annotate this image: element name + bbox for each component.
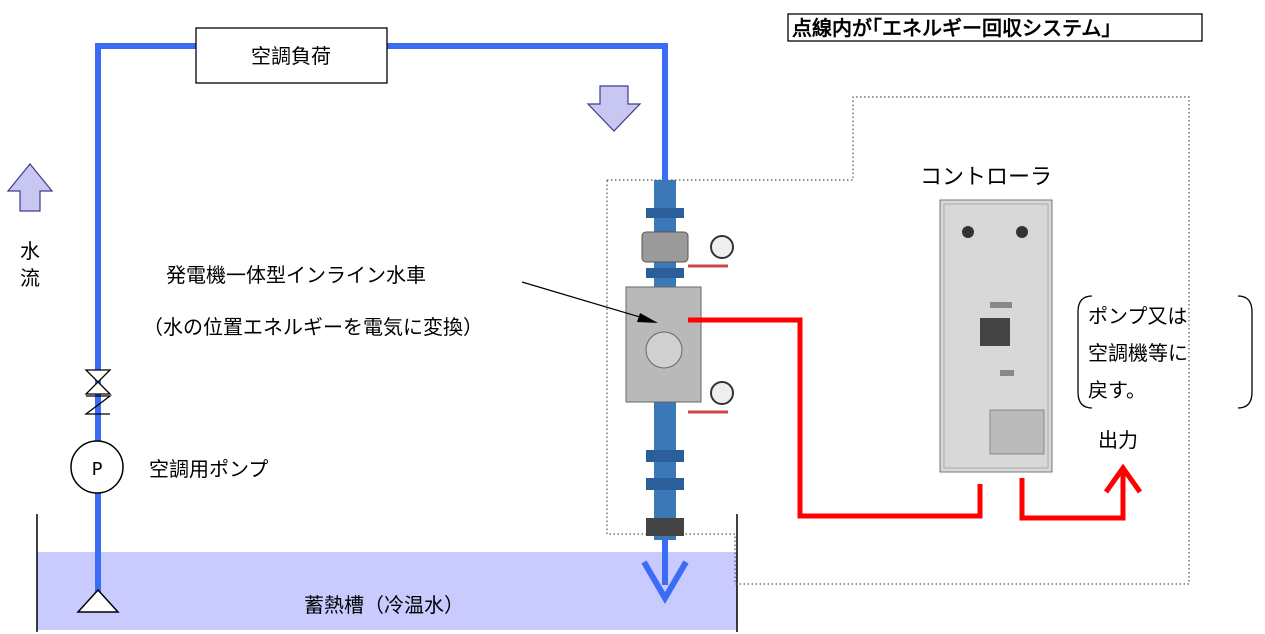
suction-strainer-icon bbox=[76, 588, 120, 613]
load-box bbox=[195, 27, 388, 84]
load-label: 空調負荷 bbox=[251, 44, 331, 68]
turbine-label-line1: 発電機一体型インライン水車 bbox=[166, 263, 426, 287]
turbine-leader-line bbox=[521, 281, 651, 321]
power-line-output bbox=[1019, 472, 1126, 521]
storage-tank-walls bbox=[36, 514, 738, 632]
output-label: 出力 bbox=[1098, 428, 1138, 452]
storage-tank-water bbox=[37, 552, 737, 630]
up-flow-arrow-icon bbox=[6, 163, 54, 212]
output-arrow-head bbox=[1103, 463, 1143, 494]
controller-label: コントローラ bbox=[920, 165, 1052, 190]
outlet-arrow-head bbox=[641, 560, 689, 604]
turbine-label-line2: （水の位置エネルギーを電気に変換） bbox=[143, 315, 483, 339]
pump-symbol: P bbox=[92, 459, 103, 480]
note-bracket-left bbox=[1077, 295, 1093, 409]
turbine-leader-arrowhead bbox=[637, 313, 658, 323]
water-flow-label-2: 流 bbox=[20, 266, 40, 290]
output-note-line1: ポンプ又は bbox=[1088, 304, 1187, 328]
output-note-line2: 空調機等に bbox=[1088, 341, 1188, 365]
check-valve-icon bbox=[84, 395, 112, 415]
controller-cabinet bbox=[939, 199, 1053, 473]
title-text: 点線内が｢エネルギー回収システム｣ bbox=[792, 16, 1111, 40]
note-bracket-right bbox=[1237, 295, 1253, 409]
down-flow-arrow-icon bbox=[586, 85, 642, 132]
title-box bbox=[787, 13, 1203, 42]
pump-icon bbox=[70, 440, 124, 494]
tank-label: 蓄熱槽（冷温水） bbox=[304, 593, 464, 617]
water-flow-label-1: 水 bbox=[20, 239, 40, 263]
output-note-line3: 戻す。 bbox=[1088, 378, 1146, 402]
valve-icon bbox=[84, 369, 112, 395]
water-pipe bbox=[95, 43, 668, 592]
pump-label: 空調用ポンプ bbox=[149, 457, 268, 481]
power-line-turbine-to-controller bbox=[688, 317, 983, 519]
inline-turbine-generator bbox=[625, 180, 734, 540]
